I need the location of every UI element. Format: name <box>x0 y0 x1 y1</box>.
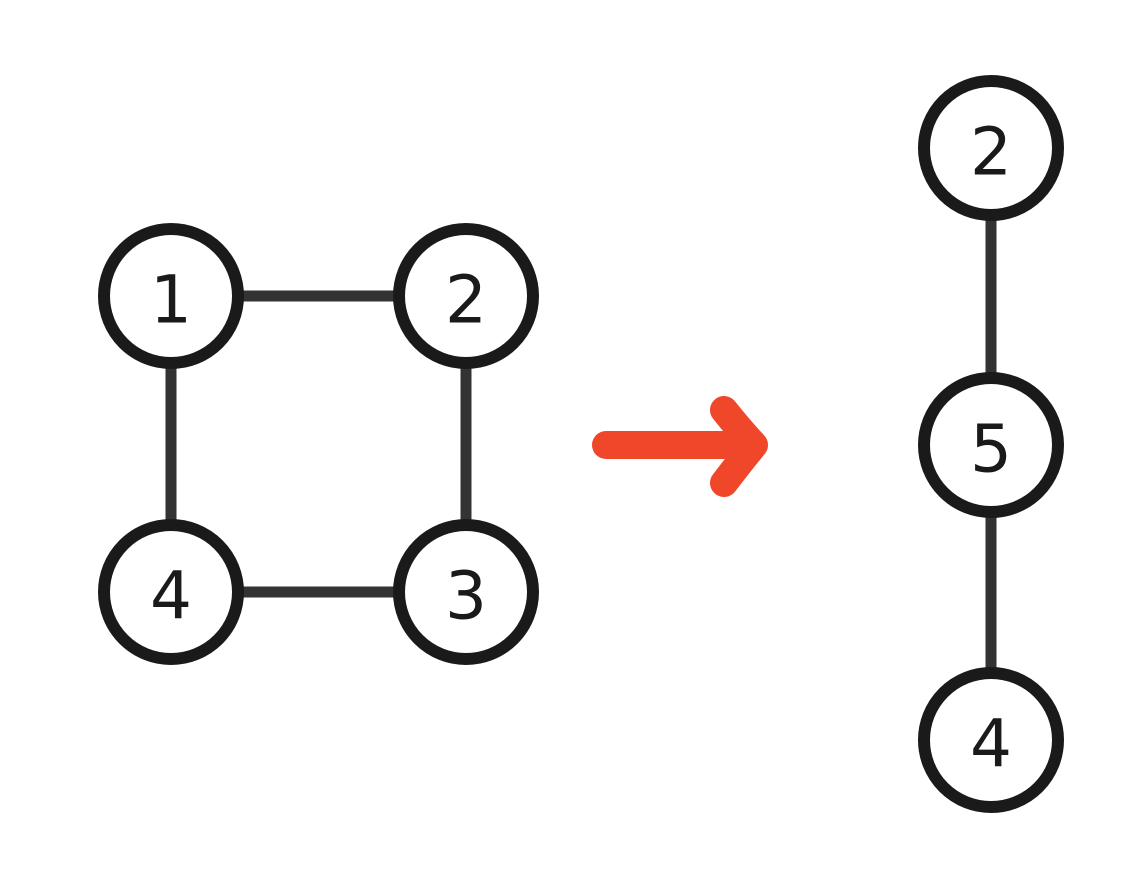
node-label: 5 <box>970 411 1012 488</box>
node-label: 1 <box>150 262 192 339</box>
left-node-2: 2 <box>393 223 539 369</box>
left-node-4: 4 <box>98 519 244 665</box>
node-label: 2 <box>445 262 487 339</box>
node-label: 4 <box>150 558 192 635</box>
node-label: 3 <box>445 558 487 635</box>
left-node-3: 3 <box>393 519 539 665</box>
node-circle <box>918 75 1064 221</box>
node-circle <box>918 667 1064 813</box>
node-circle <box>393 223 539 369</box>
nodes-layer: 1 2 3 4 2 5 4 <box>98 75 1064 813</box>
arrow-right-icon <box>592 396 768 497</box>
node-circle <box>98 519 244 665</box>
left-node-1: 1 <box>98 223 244 369</box>
node-circle <box>393 519 539 665</box>
right-node-5: 5 <box>918 372 1064 518</box>
node-label: 2 <box>970 114 1012 191</box>
right-node-4: 4 <box>918 667 1064 813</box>
node-circle <box>98 223 244 369</box>
right-node-2: 2 <box>918 75 1064 221</box>
edges-layer <box>165 148 997 740</box>
node-label: 4 <box>970 706 1012 783</box>
node-circle <box>918 372 1064 518</box>
